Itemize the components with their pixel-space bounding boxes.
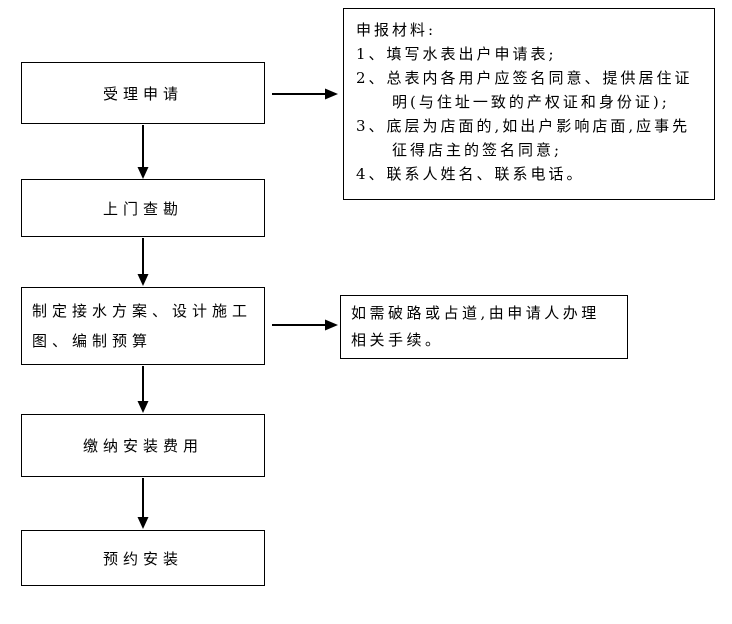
flow-step-site-survey: 上门查勘 xyxy=(21,179,265,237)
flow-step-label: 受理申请 xyxy=(102,84,183,103)
flow-step-label: 预约安装 xyxy=(102,549,183,568)
materials-note-box: 申报材料: 1、填写水表出户申请表; 2、总表内各用户应签名同意、提供居住证明(… xyxy=(343,8,715,200)
flow-step-schedule-installation: 预约安装 xyxy=(21,530,265,586)
arrow-right-plan-to-roadwork xyxy=(272,319,338,331)
flow-step-label: 缴纳安装费用 xyxy=(82,437,203,455)
roadwork-note-text: 如需破路或占道,由申请人办理相关手续。 xyxy=(351,304,600,349)
arrow-right-accept-to-materials xyxy=(272,88,338,100)
roadwork-note-box: 如需破路或占道,由申请人办理相关手续。 xyxy=(340,295,628,359)
arrow-down-plan-to-pay xyxy=(137,366,149,413)
arrow-down-survey-to-plan xyxy=(137,238,149,286)
materials-note-item: 2、总表内各用户应签名同意、提供居住证明(与住址一致的产权证和身份证); xyxy=(356,69,693,111)
materials-note-item: 3、底层为店面的,如出户影响店面,应事先征得店主的签名同意; xyxy=(356,117,691,159)
flow-step-label: 上门查勘 xyxy=(102,199,183,218)
materials-note-title: 申报材料: xyxy=(356,21,437,39)
flow-step-accept-application: 受理申请 xyxy=(21,62,265,124)
flow-step-pay-installation-fee: 缴纳安装费用 xyxy=(21,414,265,477)
flow-step-plan-design-budget: 制定接水方案、设计施工图、编制预算 xyxy=(21,287,265,365)
materials-note-item: 4、联系人姓名、联系电话。 xyxy=(356,165,585,183)
materials-note-item: 1、填写水表出户申请表; xyxy=(356,45,557,63)
flow-step-label: 制定接水方案、设计施工图、编制预算 xyxy=(32,302,253,350)
arrow-down-pay-to-book xyxy=(137,478,149,529)
arrow-down-accept-to-survey xyxy=(137,125,149,179)
